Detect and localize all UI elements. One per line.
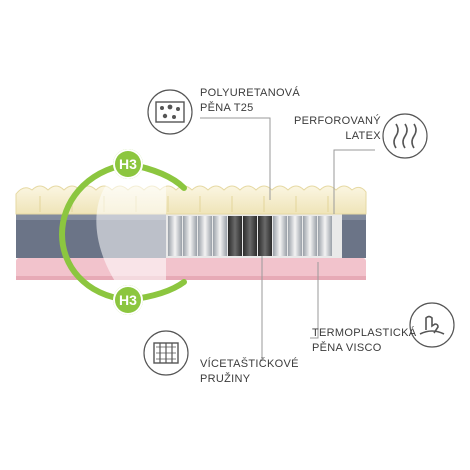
label-springs-line1: VÍCETAŠTIČKOVÉ	[200, 358, 299, 370]
label-polyurethane-foam: POLYURETANOVÁ PĚNA T25	[200, 86, 300, 116]
pocket-springs-icon	[143, 330, 189, 376]
hardness-arc	[59, 161, 131, 303]
waves-icon	[382, 113, 428, 159]
memory-foam-hand-icon	[409, 302, 455, 348]
label-visco-line1: TERMOPLASTICKÁ	[312, 327, 417, 339]
cutaway-panel	[96, 168, 166, 300]
pocket-springs	[168, 216, 332, 256]
label-visco-line2: PĚNA VISCO	[312, 342, 382, 354]
label-springs-line2: PRUŽINY	[200, 373, 251, 385]
leader-lines	[200, 117, 375, 361]
visco-layer	[16, 258, 366, 280]
hardness-badge-bottom: H3	[113, 285, 143, 315]
label-polyurethane-line1: POLYURETANOVÁ	[200, 87, 301, 99]
label-latex-line1: PERFOROVANÝ	[294, 115, 381, 127]
label-visco-foam: TERMOPLASTICKÁ PĚNA VISCO	[312, 326, 416, 356]
label-perforated-latex: PERFOROVANÝ LATEX	[294, 114, 381, 144]
foam-cells-icon	[147, 89, 193, 135]
label-polyurethane-line2: PĚNA T25	[200, 102, 254, 114]
label-pocket-springs: VÍCETAŠTIČKOVÉ PRUŽINY	[200, 357, 299, 387]
hardness-badge-top: H3	[113, 149, 143, 179]
label-latex-line2: LATEX	[345, 130, 381, 142]
visco-layer-shade	[16, 276, 366, 280]
